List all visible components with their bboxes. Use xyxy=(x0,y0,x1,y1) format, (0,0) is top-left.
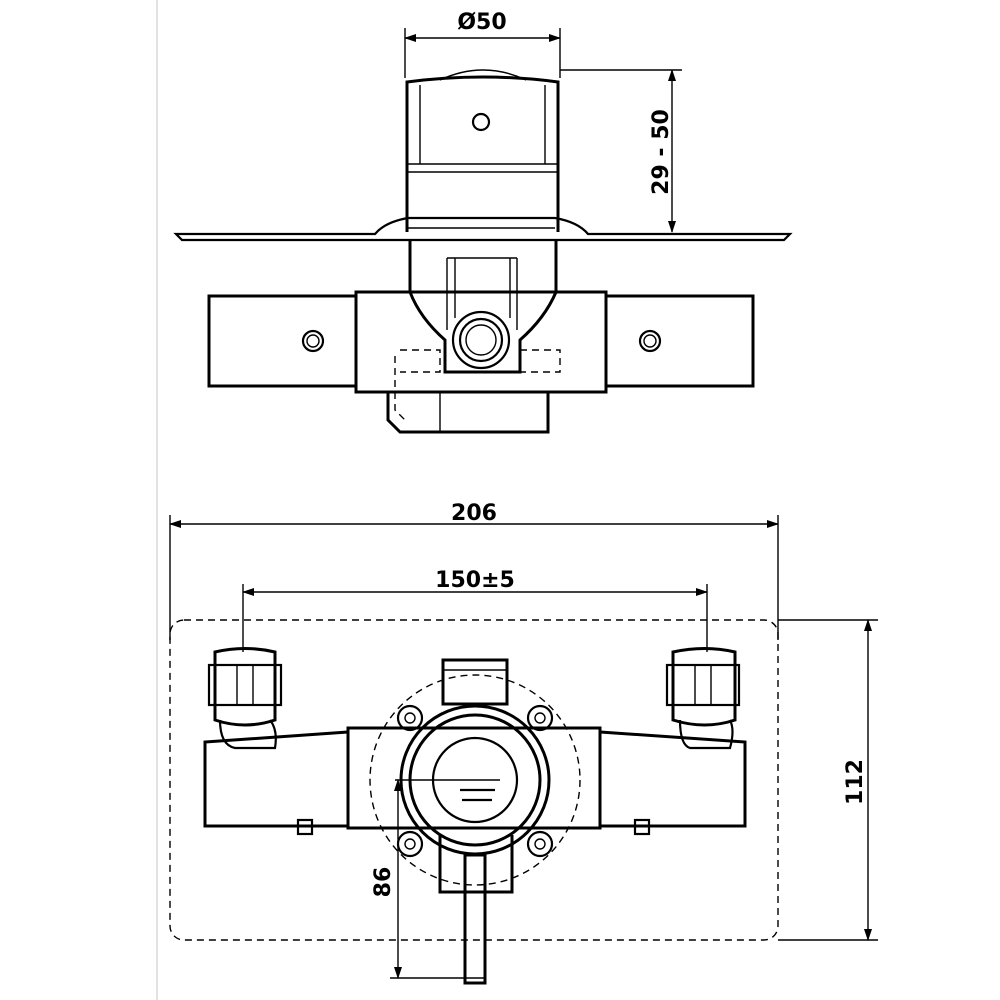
main-body xyxy=(203,730,350,828)
valve-body xyxy=(408,240,558,374)
outlet-ring xyxy=(451,310,511,370)
dim-height-label: 112 xyxy=(843,759,868,805)
left-fixing-hole xyxy=(301,329,325,353)
right-inlet-pipe xyxy=(604,294,755,388)
dim-depth-label: 29 - 50 xyxy=(649,109,674,195)
front-view: 206 150±5 xyxy=(169,501,878,985)
lower-port xyxy=(386,392,550,434)
dim-inlet-centres-label: 150±5 xyxy=(435,568,515,593)
cover-plate xyxy=(173,216,793,242)
outlet-pipe xyxy=(463,853,487,985)
dim-centre-offset-label: 86 xyxy=(371,867,396,898)
side-view: Ø50 29 - 50 xyxy=(173,10,793,434)
cover-plate-outline xyxy=(169,619,779,941)
dim-diameter-label: Ø50 xyxy=(457,10,506,35)
right-inlet-union xyxy=(665,647,741,750)
temperature-glyph-icon xyxy=(460,788,495,802)
cartridge-clearance-circle xyxy=(369,674,581,886)
right-fixing-hole xyxy=(638,329,662,353)
dim-overall-width-label: 206 xyxy=(451,501,497,526)
left-inlet-pipe xyxy=(207,294,358,388)
spindle-hole xyxy=(471,112,491,132)
left-inlet-union xyxy=(207,647,283,750)
cartridge-housing xyxy=(405,75,560,232)
